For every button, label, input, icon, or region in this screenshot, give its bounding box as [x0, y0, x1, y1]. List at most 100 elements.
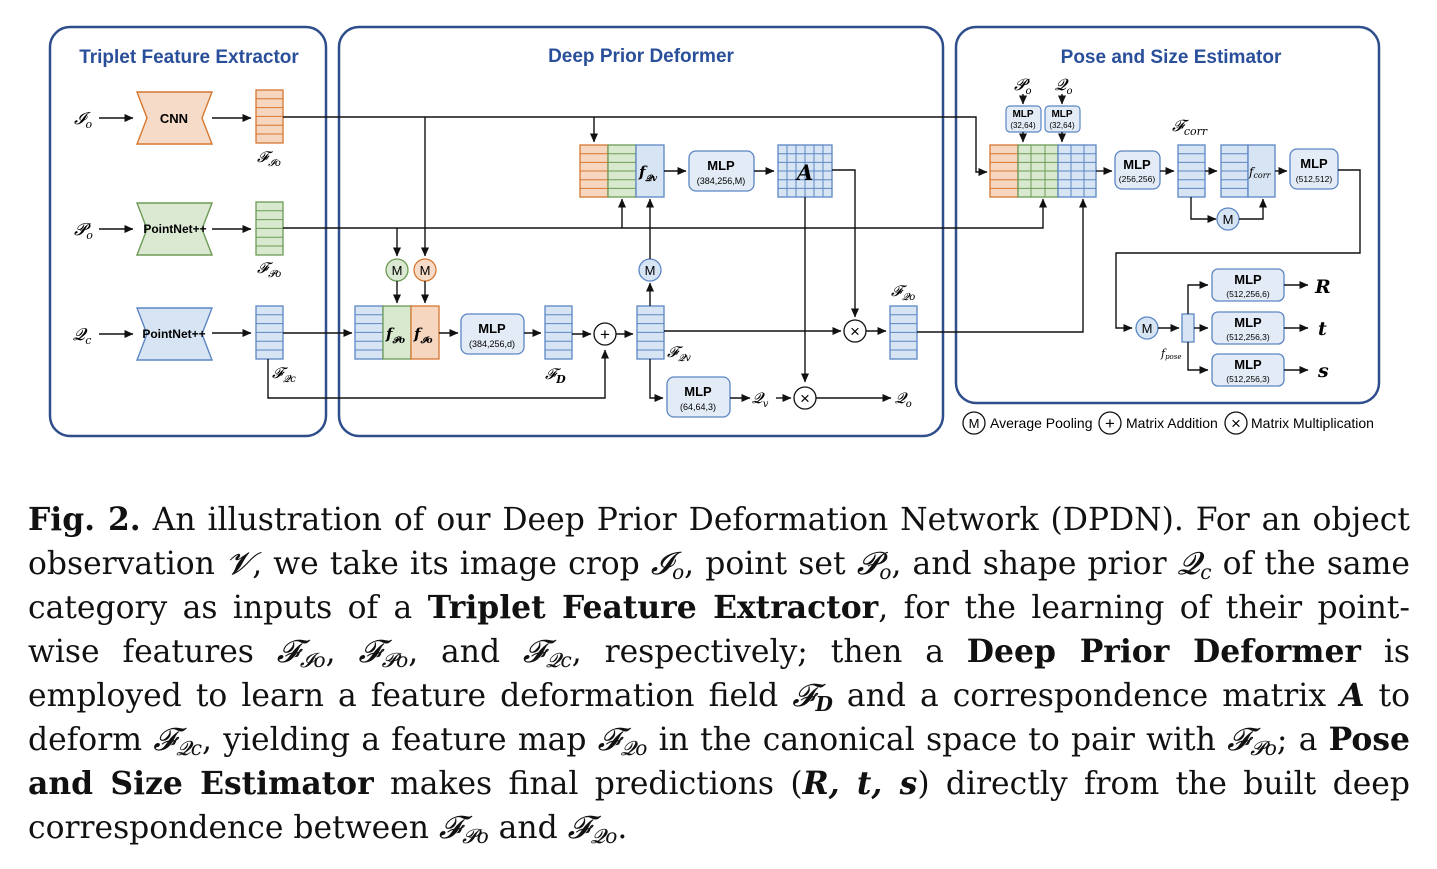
caption-math: 𝓕𝓠c [153, 722, 203, 761]
label-small-fpo: f𝓟o [385, 325, 405, 346]
average-pooling-corr: M [1216, 207, 1240, 231]
svg-text:(64,64,3): (64,64,3) [680, 402, 716, 412]
svg-text:M: M [1223, 212, 1234, 227]
deep-prior-deformer-panel [337, 25, 945, 438]
svg-text:×: × [850, 322, 860, 341]
label-f-d: 𝓕D [545, 365, 566, 386]
label-f-io: 𝓕𝓘o [257, 148, 281, 169]
caption-math: 𝓕𝓠o [597, 722, 648, 761]
svg-text:(512,256,6): (512,256,6) [1226, 289, 1270, 299]
legend-mul-label: Matrix Multiplication [1251, 415, 1374, 431]
caption-text: , and shape prior [891, 546, 1178, 582]
matrix-multiplication-op-1: × [843, 319, 867, 343]
label-est-po: 𝓟o [1014, 75, 1032, 97]
caption-math: 𝓕𝓟o [358, 634, 409, 673]
svg-text:(256,256): (256,256) [1119, 174, 1156, 184]
caption-text: , we take its image crop [252, 546, 651, 582]
label-f-corr: 𝓕corr [1172, 116, 1208, 138]
svg-text:MLP: MLP [1234, 315, 1262, 330]
pose-feature-vector [1181, 313, 1195, 343]
caption-bold: Triplet Feature Extractor [427, 590, 879, 626]
svg-text:+: + [1105, 414, 1115, 433]
svg-text:+: + [600, 325, 610, 344]
label-est-qo: 𝓠o [1055, 75, 1073, 97]
label-small-fio: f𝓘o [413, 325, 433, 346]
average-pooling-qv: M [638, 258, 662, 282]
feature-stack-fqv [636, 305, 665, 360]
input-image-crop: 𝓘o [74, 109, 93, 131]
caption-bold: Pose and Size Estimator [28, 722, 1410, 802]
extractor-title: Triplet Feature Extractor [79, 47, 299, 68]
input-point-set: 𝓟o [74, 220, 93, 242]
mlp-est-p: MLP (32,64) [1005, 105, 1042, 133]
svg-text:MLP: MLP [684, 384, 712, 399]
caption-text: . [617, 810, 628, 846]
svg-text:MLP: MLP [1234, 357, 1262, 372]
caption-text: in the canonical space to pair with [647, 722, 1228, 758]
caption-math: 𝓕𝓟o [438, 810, 489, 849]
mlp-correspondence: MLP (384,256,M) [688, 150, 755, 192]
mlp-est-fuse: MLP (256,256) [1114, 150, 1161, 190]
caption-text: , yielding a feature map [202, 722, 598, 758]
concat-stack-corr [579, 144, 665, 198]
caption-text: An illustration of our Deep Prior Deform… [28, 502, 1411, 582]
mlp-est-corr: MLP (512,512) [1289, 148, 1339, 190]
label-f-qc: 𝓕𝓠c [272, 364, 296, 385]
svg-text:MLP: MLP [1051, 109, 1072, 120]
mlp-est-q: MLP (32,64) [1044, 105, 1081, 133]
svg-text:(512,256,3): (512,256,3) [1226, 374, 1270, 384]
matrix-addition-op: + [593, 322, 617, 346]
legend-pool-icon [962, 411, 986, 435]
concat-stack-estimator [989, 144, 1097, 198]
average-pooling-po: M [385, 258, 409, 282]
caption-math: 𝓟o [856, 546, 892, 585]
svg-text:(384,256,M): (384,256,M) [697, 176, 746, 186]
svg-text:M: M [645, 263, 656, 278]
caption-text: ; a [1276, 722, 1329, 758]
caption-math: 𝓕𝓠o [567, 810, 618, 849]
caption-math: 𝓕D [792, 678, 833, 717]
caption-text: , point set [684, 546, 857, 582]
caption-text: and a correspondence matrix [832, 678, 1341, 714]
svg-text:(512,256,3): (512,256,3) [1226, 332, 1270, 342]
feature-stack-fio [255, 89, 284, 144]
pointnet-prior-backbone [135, 307, 214, 361]
caption-text: , for the learning of their point-wise f… [28, 590, 1411, 670]
label-small-fqv: f𝓠v [638, 163, 658, 184]
average-pooling-io: M [413, 258, 437, 282]
caption-math: 𝓠c [1177, 546, 1212, 585]
caption-text: , respectively; then a [571, 634, 967, 670]
caption-math: 𝓘o [650, 546, 685, 585]
pointnet-prior-label: PointNet++ [142, 327, 205, 341]
caption-text: is employed to learn a feature deformati… [28, 634, 1410, 714]
svg-text:(384,256,d): (384,256,d) [469, 339, 515, 349]
feature-stack-fqo [889, 305, 918, 360]
svg-text:M: M [392, 263, 403, 278]
cnn-backbone [135, 91, 214, 145]
svg-text:×: × [1231, 414, 1241, 433]
caption-math: A [1340, 678, 1365, 714]
pose-size-estimator-panel [954, 25, 1381, 405]
mlp-head-s: MLP (512,256,3) [1211, 353, 1285, 387]
label-q-v: 𝓠v [752, 389, 769, 410]
label-q-o: 𝓠o [895, 389, 912, 410]
mlp-deform-field: MLP (384,256,d) [460, 313, 525, 355]
pointnet-points-backbone [135, 202, 214, 256]
caption-bold: Deep Prior Deformer [966, 634, 1361, 670]
legend-add-icon [1098, 411, 1122, 435]
mlp-q-v: MLP (64,64,3) [666, 376, 731, 418]
feature-stack-fqc [255, 305, 284, 360]
input-shape-prior: 𝓠c [73, 325, 91, 347]
caption-fig-label: Fig. 2. [28, 502, 141, 538]
pointnet-points-label: PointNet++ [143, 222, 206, 236]
label-small-fpose: fpose [1160, 347, 1182, 361]
output-translation: t [1318, 318, 1327, 340]
svg-text:MLP: MLP [1300, 156, 1328, 171]
svg-text:MLP: MLP [707, 158, 735, 173]
mlp-head-r: MLP (512,256,6) [1211, 268, 1285, 302]
caption-math: 𝓕𝓘o [276, 634, 326, 673]
output-size: s [1317, 360, 1329, 382]
svg-text:(32,64): (32,64) [1010, 121, 1036, 130]
caption-text: makes final predictions ( [373, 766, 803, 802]
triplet-feature-extractor-panel [48, 25, 328, 438]
